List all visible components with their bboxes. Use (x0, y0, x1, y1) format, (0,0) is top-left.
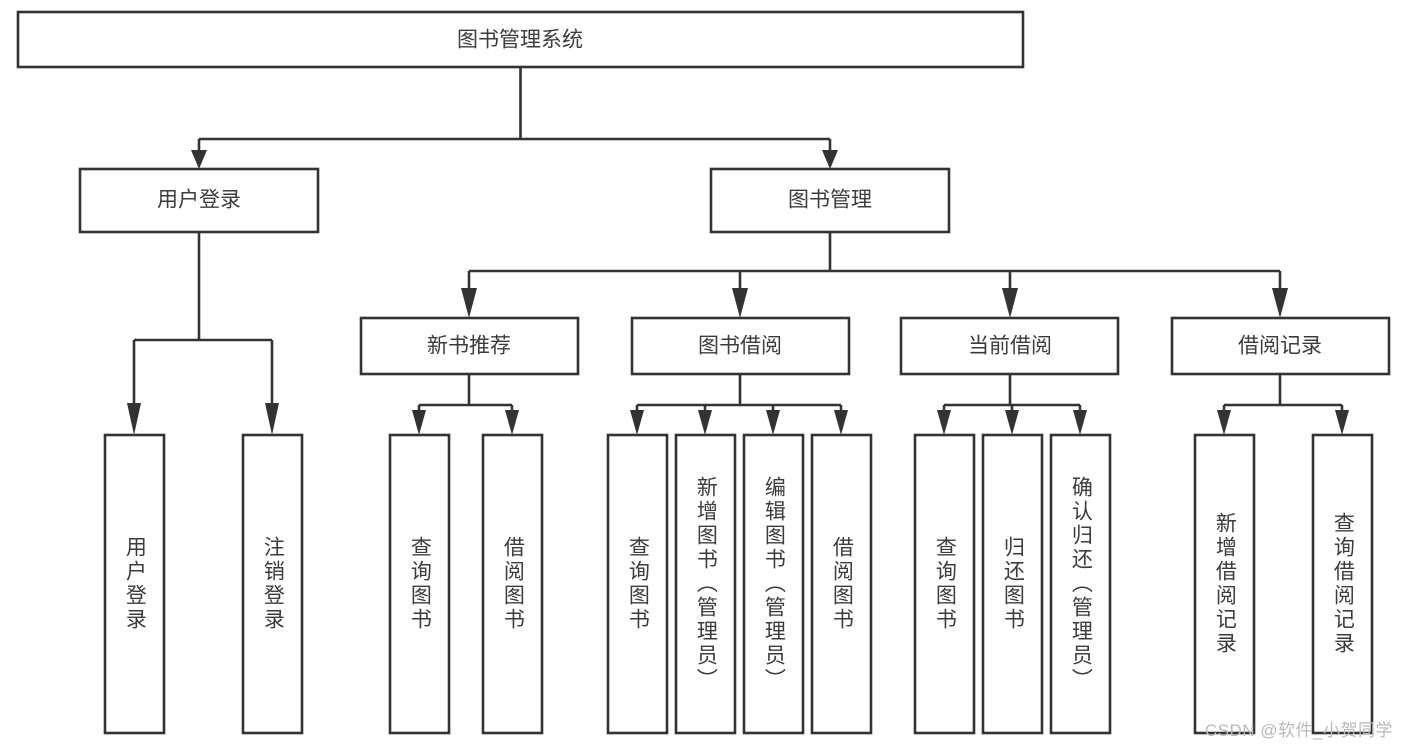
node-leaf-logout-login[interactable] (241, 433, 304, 735)
node-leaf-return-book[interactable] (981, 433, 1044, 735)
arrow-head-borrow-record (1272, 288, 1288, 318)
node-leaf-query-book-1[interactable] (388, 433, 451, 735)
arrow-head-leaf-add-book (698, 410, 712, 435)
node-leaf-add-record[interactable] (1193, 433, 1256, 735)
arrow-head-leaf-borrow-book-2 (834, 410, 848, 435)
node-leaf-add-book[interactable] (674, 433, 737, 735)
arrow-head-user-login (191, 150, 207, 169)
node-current-borrow-label: 当前借阅 (968, 335, 1052, 358)
node-book-management-label: 图书管理 (788, 189, 872, 212)
node-leaf-borrow-book-1[interactable] (481, 433, 544, 735)
connector-layer (127, 67, 1349, 435)
node-borrow-record[interactable] (1170, 316, 1391, 376)
node-book-management[interactable] (709, 167, 951, 234)
node-user-login-label: 用户登录 (157, 189, 241, 212)
arrow-head-leaf-user-login (127, 403, 141, 435)
node-new-book-recommend-label: 新书推荐 (427, 335, 511, 358)
arrow-head-leaf-query-book-1 (412, 410, 426, 435)
arrow-head-leaf-query-book-2 (630, 410, 644, 435)
node-book-borrow-label: 图书借阅 (698, 335, 782, 358)
arrow-head-leaf-add-record (1217, 410, 1231, 435)
node-leaf-query-record[interactable] (1311, 433, 1374, 735)
arrow-head-leaf-borrow-book-1 (505, 410, 519, 435)
node-user-login[interactable] (78, 167, 320, 234)
node-root-label: 图书管理系统 (457, 29, 583, 52)
arrow-head-leaf-edit-book (766, 410, 780, 435)
arrow-head-new-book-recommend (461, 288, 477, 318)
node-leaf-edit-book[interactable] (742, 433, 805, 735)
csdn-watermark: CSDN @软件_小贺同学 (1204, 721, 1393, 740)
arrow-head-book-borrow (732, 288, 748, 318)
arrow-head-leaf-confirm-return (1073, 410, 1087, 435)
arrow-head-leaf-query-book-3 (937, 410, 951, 435)
node-leaf-user-login[interactable] (103, 433, 166, 735)
arrow-head-current-borrow (1002, 288, 1018, 318)
node-leaf-query-book-2[interactable] (606, 433, 669, 735)
node-book-borrow[interactable] (630, 316, 851, 376)
node-leaf-query-book-3[interactable] (913, 433, 976, 735)
node-new-book-recommend[interactable] (359, 316, 580, 376)
node-leaf-confirm-return[interactable] (1049, 433, 1112, 735)
arrow-head-leaf-logout-login (265, 403, 279, 435)
node-layer: 图书管理系统 用户登录 图书管理 新书推荐 图书借阅 当前借阅 借阅记录 (16, 10, 1391, 735)
node-current-borrow[interactable] (899, 316, 1120, 376)
node-leaf-borrow-book-2[interactable] (810, 433, 873, 735)
arrow-head-leaf-return-book (1005, 410, 1019, 435)
arrow-head-book-management (822, 150, 838, 169)
arrow-head-leaf-query-record (1335, 410, 1349, 435)
node-borrow-record-label: 借阅记录 (1238, 335, 1322, 358)
node-root[interactable] (16, 10, 1025, 69)
